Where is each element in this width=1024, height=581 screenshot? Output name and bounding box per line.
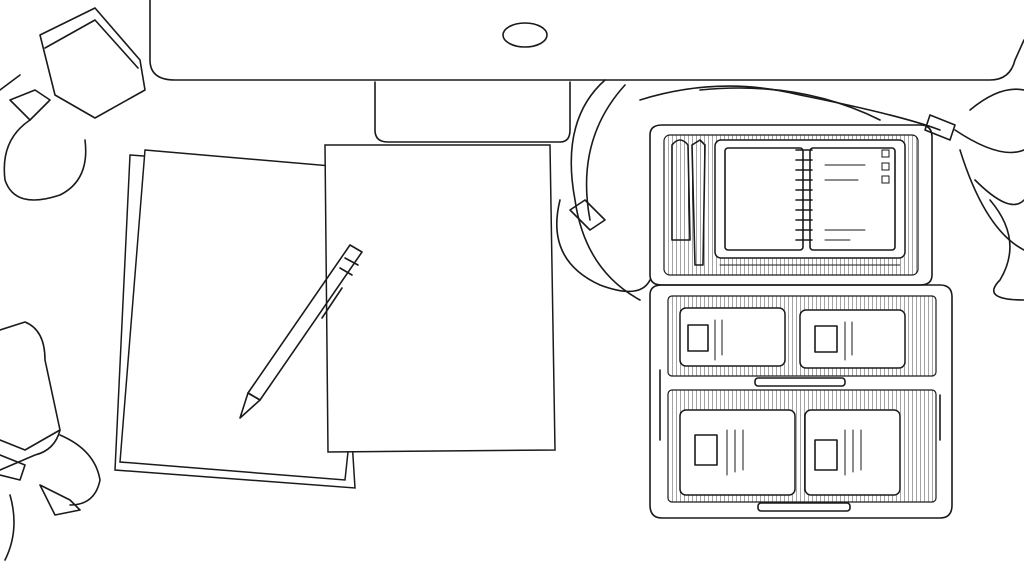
- card-holders: [679, 307, 906, 496]
- paper-stack-left: [114, 149, 379, 489]
- power-adapter-top-left: [0, 7, 146, 201]
- pencil: [239, 244, 363, 419]
- cable-bundle: [556, 79, 1024, 301]
- monitor: [149, 0, 1024, 143]
- paper-sheet-right: [324, 144, 556, 453]
- power-adapter-bottom-left: [0, 321, 101, 561]
- spiral-notebook: [714, 139, 906, 266]
